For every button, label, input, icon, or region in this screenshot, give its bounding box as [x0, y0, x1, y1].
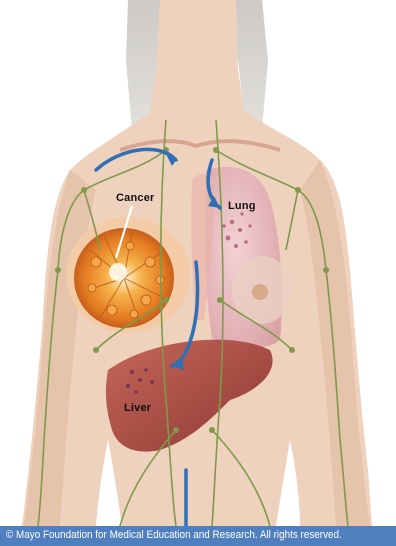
- copyright-text: © Mayo Foundation for Medical Education …: [6, 529, 342, 541]
- cancer-label: Cancer: [116, 192, 155, 204]
- copyright-bar: © Mayo Foundation for Medical Education …: [0, 526, 396, 546]
- lung-label: Lung: [228, 200, 256, 212]
- liver-label: Liver: [124, 402, 151, 414]
